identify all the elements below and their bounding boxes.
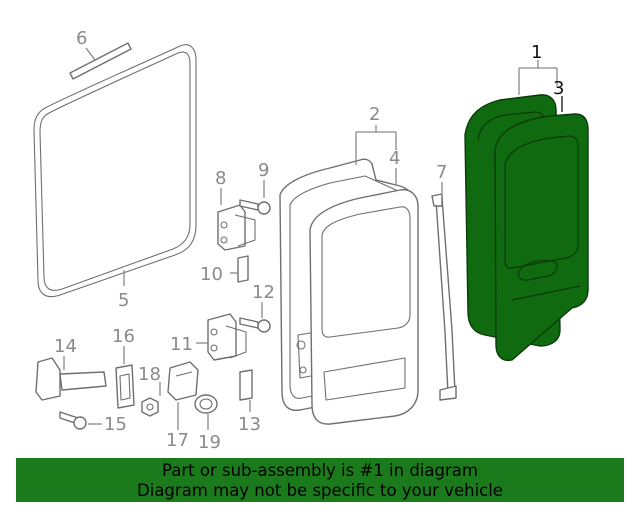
callout-9: 9 <box>258 160 269 181</box>
callout-6: 6 <box>76 28 87 49</box>
part-16-pad <box>115 364 135 409</box>
leader-lines <box>63 47 563 430</box>
part-4-inner-panel <box>309 188 419 425</box>
part-5-seal <box>33 44 197 298</box>
part-9-bolt-upper <box>239 199 271 215</box>
callout-7: 7 <box>436 162 447 183</box>
callout-8: 8 <box>215 168 226 189</box>
part-7-rod <box>431 193 457 401</box>
part-12-bolt-lower <box>239 317 271 333</box>
banner-line-2: Diagram may not be specific to your vehi… <box>137 481 503 500</box>
callout-11: 11 <box>170 334 193 355</box>
callout-1: 1 <box>531 42 542 63</box>
callout-3: 3 <box>553 78 564 99</box>
callout-5: 5 <box>118 290 129 311</box>
callout-13: 13 <box>238 414 261 435</box>
info-banner: Part or sub-assembly is #1 in diagram Di… <box>16 458 624 502</box>
part-18-nut <box>141 397 159 417</box>
callout-4: 4 <box>389 148 400 169</box>
callout-labels: 6 1 3 2 4 7 5 8 9 10 12 11 13 14 15 16 1… <box>54 28 564 453</box>
callout-18: 18 <box>138 364 161 385</box>
callout-19: 19 <box>198 432 221 453</box>
part-8-hinge-upper <box>217 204 256 251</box>
callout-15: 15 <box>104 414 127 435</box>
parts-diagram: 6 1 3 2 4 7 5 8 9 10 12 11 13 14 15 16 1… <box>33 28 589 453</box>
part-10-clip <box>237 255 249 283</box>
banner-line-1: Part or sub-assembly is #1 in diagram <box>162 461 478 480</box>
callout-16: 16 <box>112 326 135 347</box>
callout-10: 10 <box>200 264 223 285</box>
part-13-bracket <box>239 369 253 401</box>
callout-14: 14 <box>54 336 77 357</box>
part-6-strip <box>69 42 132 80</box>
part-11-hinge-lower <box>207 313 247 361</box>
callout-12: 12 <box>252 282 275 303</box>
callout-2: 2 <box>369 104 380 125</box>
part-17-latch <box>167 361 199 401</box>
callout-17: 17 <box>166 430 189 451</box>
part-19-grommet <box>194 394 218 414</box>
part-3-outer-panel <box>494 113 589 362</box>
part-14-check-strap <box>35 357 107 401</box>
part-15-screw <box>59 411 87 430</box>
